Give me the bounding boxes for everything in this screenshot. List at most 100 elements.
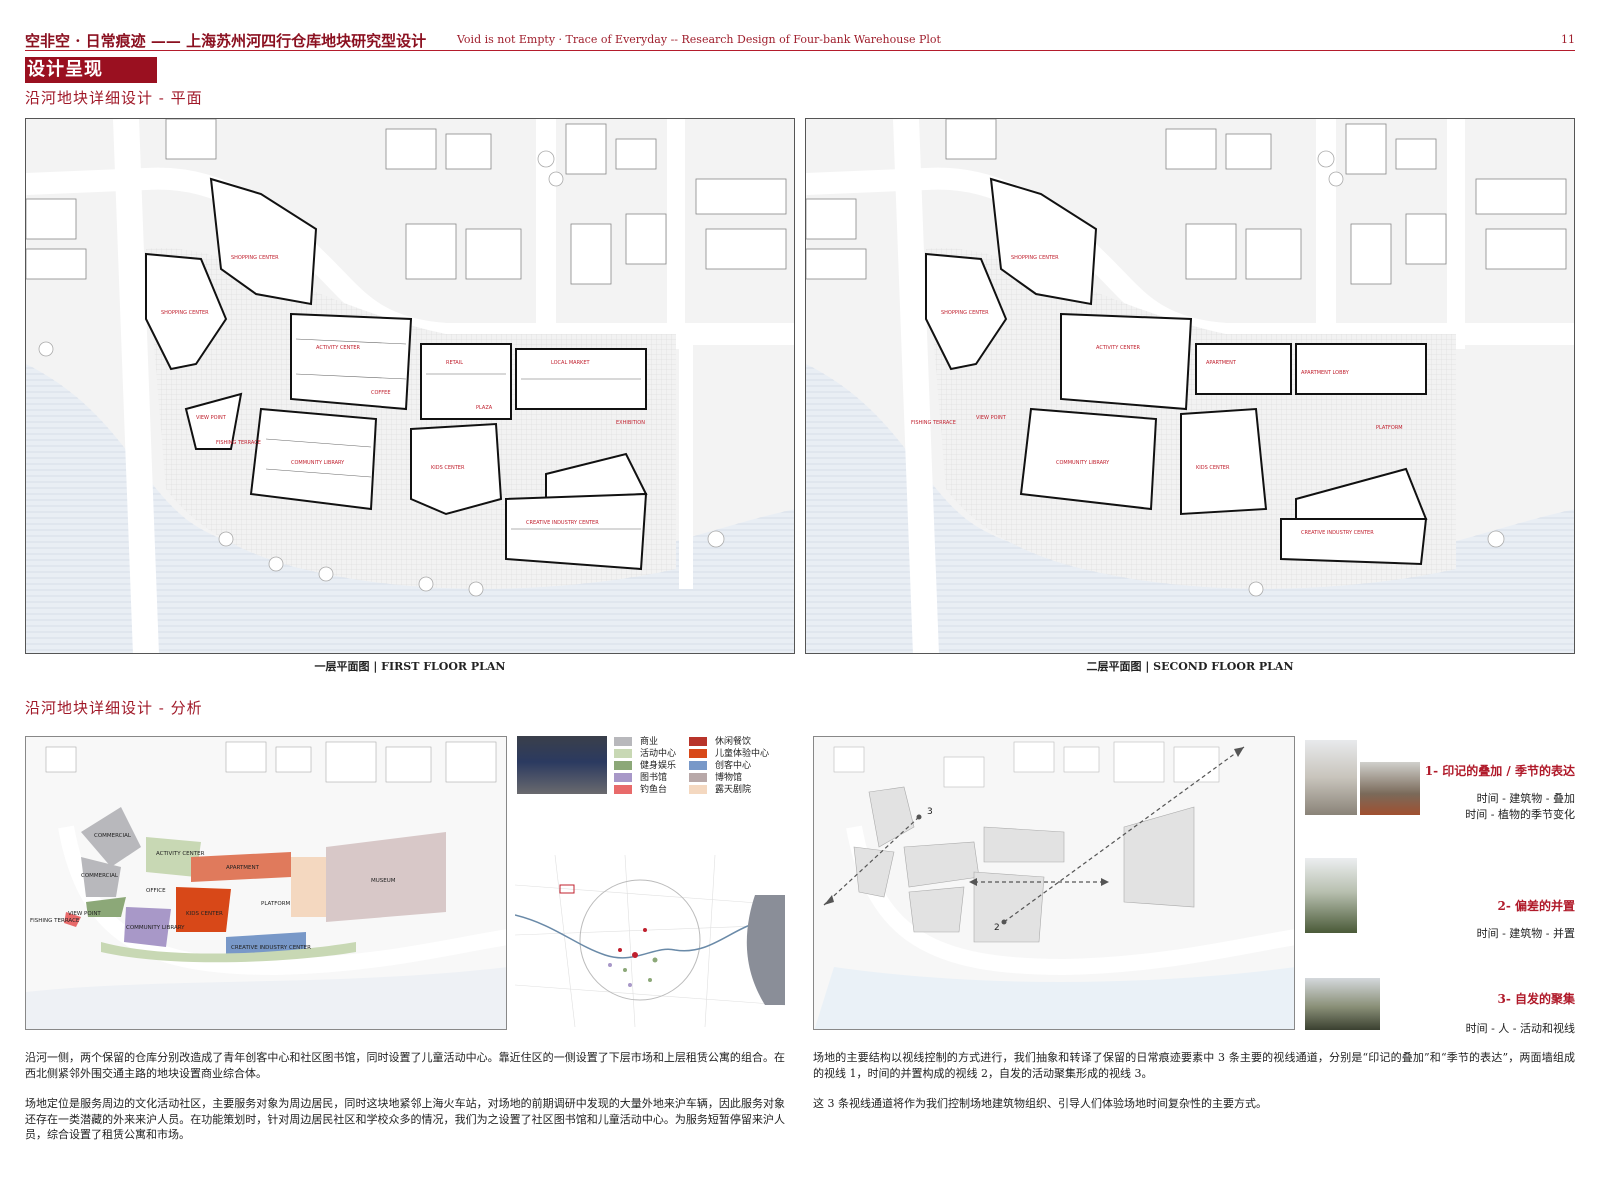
zoning-map-drawing: COMMERCIAL COMMERCIAL ACTIVITY CENTER AP…	[26, 737, 506, 1029]
plan2-label: APARTMENT LOBBY	[1301, 370, 1350, 376]
plan1-label: VIEW POINT	[196, 415, 227, 421]
plan2-label: SHOPPING CENTER	[941, 310, 989, 316]
page-number: 11	[1561, 33, 1575, 46]
zone-label: KIDS CENTER	[186, 911, 223, 917]
strip-1-title: 1- 印记的叠加 / 季节的表达	[1424, 764, 1575, 778]
legend-label: 图书馆	[640, 773, 668, 783]
plan2-label: CREATIVE INDUSTRY CENTER	[1301, 530, 1374, 536]
plan1-label: CREATIVE INDUSTRY CENTER	[526, 520, 599, 526]
second-floor-caption: 二层平面图 | SECOND FLOOR PLAN	[1086, 660, 1294, 673]
legend-label: 健身娱乐	[640, 761, 677, 771]
legend-item: 图书馆	[614, 773, 667, 785]
legend-label: 钓鱼台	[640, 785, 668, 795]
first-floor-plan-drawing: SHOPPING CENTER SHOPPING CENTER ACTIVITY…	[26, 119, 794, 653]
plan1-label: LOCAL MARKET	[551, 360, 590, 366]
legend-item: 健身娱乐	[614, 761, 676, 773]
context-map	[515, 855, 785, 1027]
legend-label: 创客中心	[715, 761, 752, 771]
second-floor-plan: SHOPPING CENTER SHOPPING CENTER ACTIVITY…	[805, 118, 1575, 654]
first-floor-caption: 一层平面图 | FIRST FLOOR PLAN	[314, 660, 506, 673]
left-paragraph-1: 沿河一侧，两个保留的仓库分别改造成了青年创客中心和社区图书馆，同时设置了儿童活动…	[25, 1051, 785, 1080]
legend-label: 露天剧院	[715, 785, 752, 795]
context-map-drawing	[515, 855, 785, 1027]
shopping-center-building	[209, 177, 318, 306]
legend-item: 活动中心	[614, 749, 676, 761]
plan1-label: SHOPPING CENTER	[231, 255, 279, 261]
strip-1-line-1: 时间 - 建筑物 - 叠加	[1476, 792, 1575, 805]
plan2-label: COMMUNITY LIBRARY	[1056, 460, 1110, 466]
plan1-label: COFFEE	[371, 390, 391, 396]
legend-item: 钓鱼台	[614, 785, 667, 797]
plan1-label: ACTIVITY CENTER	[316, 345, 361, 351]
plan1-label: PLAZA	[476, 405, 493, 411]
second-floor-plan-drawing: SHOPPING CENTER SHOPPING CENTER ACTIVITY…	[806, 119, 1574, 653]
zone-label: OFFICE	[146, 888, 166, 894]
sightline-number: 2	[994, 923, 1000, 933]
legend-label: 商业	[640, 737, 659, 747]
sightline-diagram: 3 2	[813, 736, 1295, 1030]
strip-photo-1b	[1360, 762, 1420, 815]
sightline-drawing: 3 2	[814, 737, 1294, 1029]
zone-label: COMMERCIAL	[81, 873, 119, 879]
header-title-en: Void is not Empty · Trace of Everyday --…	[457, 33, 941, 46]
plan1-label: FISHING TERRACE	[216, 440, 261, 446]
strip-2-line-1: 时间 - 建筑物 - 并置	[1476, 927, 1575, 940]
strip-photo-2	[1305, 858, 1357, 933]
plan1-label: COMMUNITY LIBRARY	[291, 460, 345, 466]
plan1-label: EXHIBITION	[616, 420, 645, 426]
strip-3-line-1: 时间 - 人 - 活动和视线	[1465, 1022, 1575, 1035]
zone-label: VIEW POINT	[68, 911, 101, 917]
legend-label: 博物馆	[715, 773, 743, 783]
legend-item: 露天剧院	[689, 785, 751, 797]
plan2-label: KIDS CENTER	[1196, 465, 1230, 471]
strip-photo-3	[1305, 978, 1380, 1030]
zoning-analysis-map: COMMERCIAL COMMERCIAL ACTIVITY CENTER AP…	[25, 736, 507, 1030]
legend-swatch	[689, 773, 707, 782]
legend-swatch	[614, 785, 632, 794]
zone-label: ACTIVITY CENTER	[156, 851, 205, 857]
section-tag: 设计呈现	[25, 57, 157, 83]
page-header: 空非空 · 日常痕迹 —— 上海苏州河四行仓库地块研究型设计 Void is n…	[25, 30, 1575, 52]
plan2-label: APARTMENT	[1206, 360, 1237, 366]
zone-label: PLATFORM	[261, 901, 291, 907]
left-paragraph-2: 场地定位是服务周边的文化活动社区，主要服务对象为周边居民，同时这块地紧邻上海火车…	[25, 1097, 785, 1141]
zone-label: APARTMENT	[226, 865, 260, 871]
header-divider	[25, 50, 1575, 51]
site-photo-cars	[517, 736, 607, 794]
legend-label: 休闲餐饮	[715, 737, 752, 747]
right-paragraph-1: 场地的主要结构以视线控制的方式进行，我们抽象和转译了保留的日常痕迹要素中 3 条…	[813, 1051, 1575, 1080]
legend-swatch	[689, 737, 707, 746]
plan2-label: SHOPPING CENTER	[1011, 255, 1059, 261]
legend-swatch	[689, 785, 707, 794]
strip-2-title: 2- 偏差的并置	[1497, 899, 1575, 913]
plan2-label: FISHING TERRACE	[911, 420, 956, 426]
analysis-section-title: 沿河地块详细设计 - 分析	[25, 699, 203, 717]
legend-swatch	[614, 737, 632, 746]
plan2-label: PLATFORM	[1376, 425, 1403, 431]
legend-item: 儿童体验中心	[689, 749, 769, 761]
header-title-cn: 空非空 · 日常痕迹 —— 上海苏州河四行仓库地块研究型设计	[25, 32, 427, 50]
plan-section-title: 沿河地块详细设计 - 平面	[25, 89, 203, 107]
plan1-label: SHOPPING CENTER	[161, 310, 209, 316]
legend-swatch	[614, 749, 632, 758]
zone-label: COMMUNITY LIBRARY	[126, 925, 185, 931]
legend-item: 商业	[614, 737, 658, 749]
legend-label: 儿童体验中心	[715, 749, 770, 759]
legend-item: 创客中心	[689, 761, 751, 773]
legend-label: 活动中心	[640, 749, 677, 759]
first-floor-plan: SHOPPING CENTER SHOPPING CENTER ACTIVITY…	[25, 118, 795, 654]
zone-label: CREATIVE INDUSTRY CENTER	[231, 945, 311, 951]
plan2-label: VIEW POINT	[976, 415, 1007, 421]
legend-swatch	[614, 773, 632, 782]
strip-3-title: 3- 自发的聚集	[1497, 992, 1575, 1006]
zone-label: MUSEUM	[371, 878, 396, 884]
plan1-label: KIDS CENTER	[431, 465, 465, 471]
plan2-label: ACTIVITY CENTER	[1096, 345, 1141, 351]
sightline-number: 3	[927, 807, 933, 817]
legend-item: 博物馆	[689, 773, 742, 785]
legend-swatch	[689, 749, 707, 758]
zone-label: COMMERCIAL	[94, 833, 132, 839]
strip-1-line-2: 时间 - 植物的季节变化	[1465, 808, 1575, 821]
legend-item: 休闲餐饮	[689, 737, 751, 749]
legend-swatch	[689, 761, 707, 770]
